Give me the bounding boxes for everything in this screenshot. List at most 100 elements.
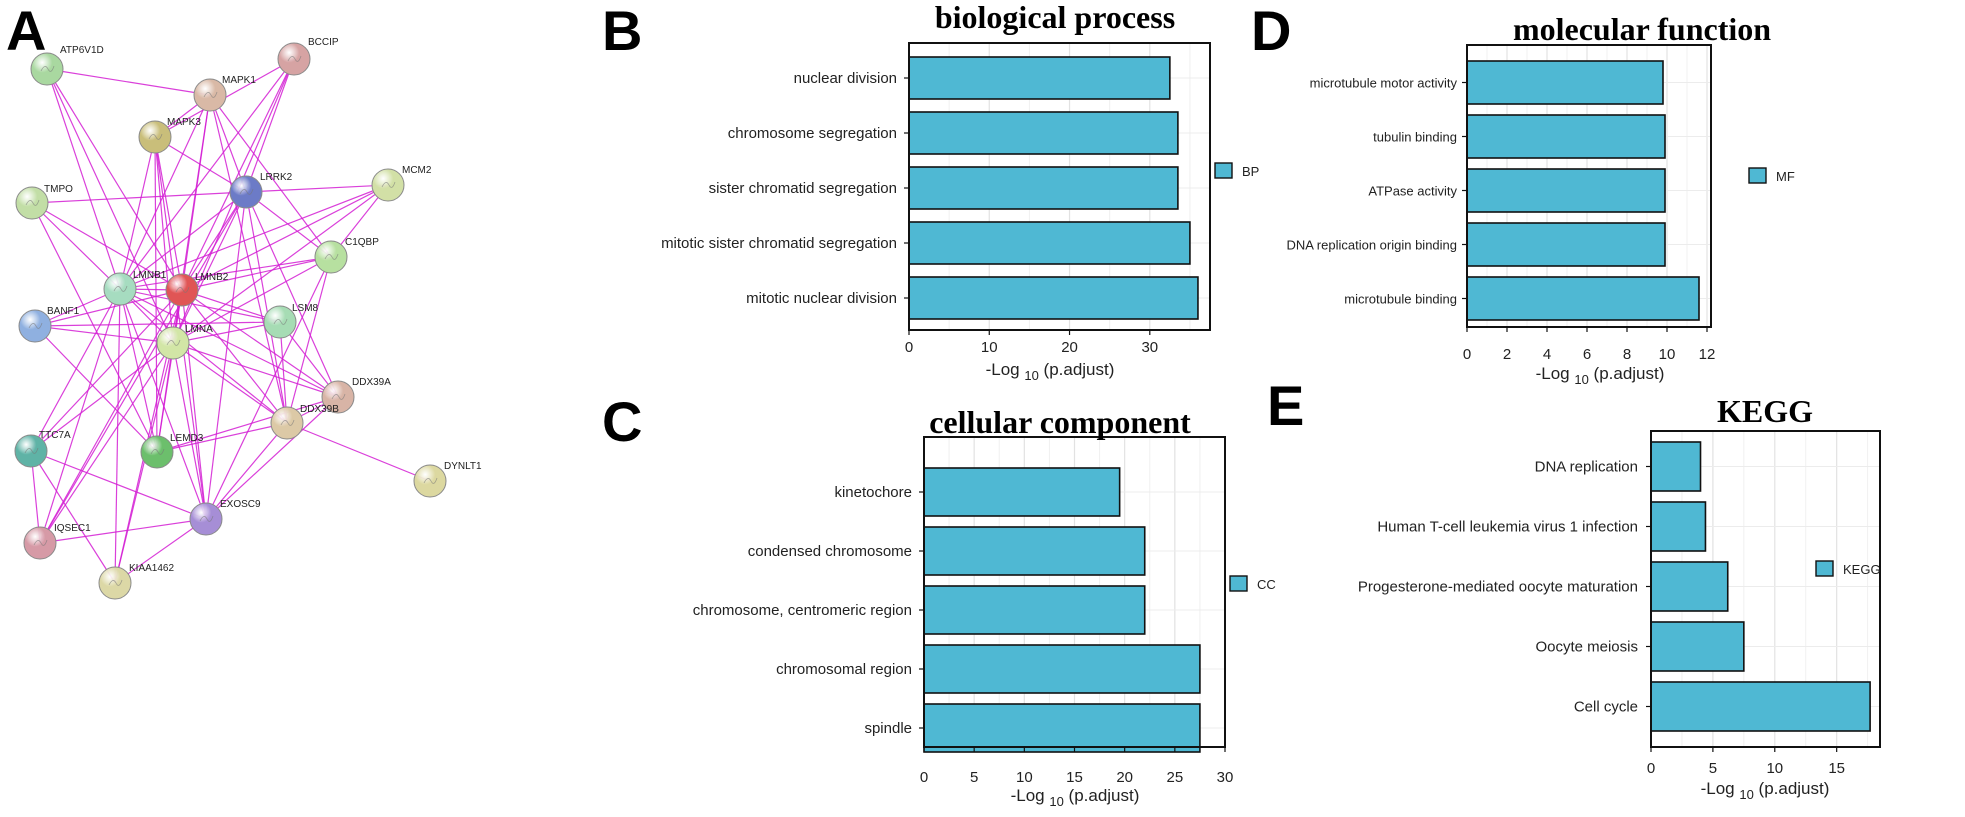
edge-lmnb2-exosc9 <box>181 289 207 520</box>
node-circle-lrrk2 <box>229 175 263 209</box>
node-circle-kiaa1462 <box>98 566 132 600</box>
mf-bar-dna-replication-origin-binding <box>1466 222 1666 267</box>
edge-atp6v1d-mapk1 <box>46 68 211 96</box>
node-structure-tmpo <box>25 199 40 206</box>
cc-legend-label: CC <box>1257 577 1276 592</box>
edge-lmna-exosc9 <box>172 342 207 520</box>
edge-tmpo-lemd3 <box>31 202 158 453</box>
edge-lmnb1-iqsec1 <box>39 288 121 544</box>
node-label-lmnb2: LMNB2 <box>195 272 229 283</box>
cc-x-tick-label: 10 <box>1016 769 1033 786</box>
node-c1qbp: C1QBP <box>314 237 379 274</box>
node-circle-tmpo <box>15 186 49 220</box>
edge-ddx39b-dynlt1 <box>286 422 431 482</box>
edge-mapk3-lmna <box>154 136 174 344</box>
kegg-category-label: Cell cycle <box>1574 699 1638 716</box>
kegg-legend-swatch <box>1815 560 1834 577</box>
node-circle-ttc7a <box>14 434 48 468</box>
panel-letter-e: E <box>1267 374 1304 437</box>
node-structure-ddx39b <box>280 419 295 426</box>
edge-lrrk2-mcm2 <box>245 184 389 193</box>
node-structure-iqsec1 <box>33 539 48 546</box>
node-iqsec1: IQSEC1 <box>23 523 91 560</box>
ppi-network: ATP6V1DBCCIPMAPK1MAPK3LRRK2MCM2TMPOC1QBP… <box>14 37 482 600</box>
edge-lmnb1-ddx39b <box>119 288 288 424</box>
edge-lmnb2-iqsec1 <box>39 289 183 544</box>
edge-lrrk2-lmnb2 <box>181 191 247 291</box>
cc-x-tick-label: 15 <box>1066 769 1083 786</box>
cc-x-tick-label: 0 <box>920 769 928 786</box>
network-edges <box>30 58 431 584</box>
node-ttc7a: TTC7A <box>14 430 71 468</box>
bp-bar-chromosome-segregation <box>908 111 1179 155</box>
kegg-x-tick-label: 5 <box>1709 760 1717 777</box>
node-label-lmna: LMNA <box>185 324 213 335</box>
kegg-x-tick-label: 10 <box>1766 760 1783 777</box>
edge-lrrk2-tmpo <box>31 191 247 204</box>
node-label-atp6v1d: ATP6V1D <box>60 45 104 56</box>
node-ddx39a: DDX39A <box>321 377 391 414</box>
node-atp6v1d: ATP6V1D <box>30 45 104 86</box>
cc-x-tick-label: 25 <box>1166 769 1183 786</box>
mf-plot-frame <box>1466 44 1712 328</box>
edge-mapk3-lmnb2 <box>154 136 183 291</box>
node-label-lsm8: LSM8 <box>292 303 319 314</box>
node-label-mapk1: MAPK1 <box>222 75 256 86</box>
edge-lmnb2-ddx39a <box>181 289 339 398</box>
cc-bar-kinetochore <box>923 467 1121 517</box>
node-structure-lmnb2 <box>175 286 190 293</box>
node-structure-banf1 <box>28 322 43 329</box>
mf-x-tick-label: 8 <box>1623 346 1631 363</box>
bp-category-label: sister chromatid segregation <box>709 180 897 197</box>
kegg-legend-label: KEGG <box>1843 562 1881 577</box>
node-circle-bccip <box>277 42 311 76</box>
edge-lrrk2-ddx39a <box>245 191 339 398</box>
edge-lmna-ddx39b <box>172 342 288 424</box>
panel-letter-c: C <box>602 390 642 453</box>
kegg-x-tick-label: 0 <box>1647 760 1655 777</box>
edge-lmnb2-lsm8 <box>181 289 281 323</box>
cc-x-tick-label: 5 <box>970 769 978 786</box>
bp-plot-frame <box>908 42 1211 331</box>
edge-c1qbp-ddx39b <box>286 256 332 424</box>
kegg-bar-progesterone-mediated-oocyte-maturation <box>1650 561 1729 612</box>
kegg-plot-frame <box>1650 430 1881 748</box>
edge-ddx39b-lemd3 <box>156 422 288 453</box>
kegg-bar-human-t-cell-leukemia-virus-1-infection <box>1650 501 1707 552</box>
node-circle-lemd3 <box>140 435 174 469</box>
node-structure-mapk1 <box>203 91 218 98</box>
bp-x-tick-label: 10 <box>981 339 998 356</box>
node-label-kiaa1462: KIAA1462 <box>129 563 174 574</box>
edge-ddx39a-lemd3 <box>156 396 339 453</box>
edge-c1qbp-lmnb2 <box>181 256 332 291</box>
node-structure-lmna <box>166 339 181 346</box>
mf-x-tick-label: 4 <box>1543 346 1551 363</box>
edge-atp6v1d-lmnb1 <box>46 68 121 290</box>
node-lrrk2: LRRK2 <box>229 172 293 209</box>
cc-legend-swatch <box>1229 575 1248 592</box>
edge-exosc9-kiaa1462 <box>114 518 207 584</box>
edge-tmpo-lmnb1 <box>31 202 121 290</box>
node-circle-dynlt1 <box>413 464 447 498</box>
node-label-ddx39a: DDX39A <box>352 377 391 388</box>
cc-bar-spindle <box>923 703 1201 753</box>
bp-x-tick-label: 20 <box>1061 339 1078 356</box>
node-structure-mcm2 <box>381 181 396 188</box>
edge-lmnb1-ttc7a <box>30 288 121 452</box>
edge-ddx39a-exosc9 <box>205 396 339 520</box>
cc-x-tick-label: 30 <box>1217 769 1234 786</box>
kegg-bar-dna-replication <box>1650 441 1702 492</box>
bp-category-label: chromosome segregation <box>728 125 897 142</box>
node-label-mapk3: MAPK3 <box>167 117 201 128</box>
bp-x-tick-label: 30 <box>1141 339 1158 356</box>
node-structure-c1qbp <box>324 253 339 260</box>
node-structure-bccip <box>287 55 302 62</box>
kegg-category-label: DNA replication <box>1535 459 1638 476</box>
cc-chart-title: cellular component <box>929 404 1191 440</box>
edge-lrrk2-iqsec1 <box>39 191 247 544</box>
edge-exosc9-iqsec1 <box>39 518 207 544</box>
panel-letter-d: D <box>1251 0 1291 62</box>
edge-lmnb2-banf1 <box>34 289 183 327</box>
mf-x-tick-label: 2 <box>1503 346 1511 363</box>
